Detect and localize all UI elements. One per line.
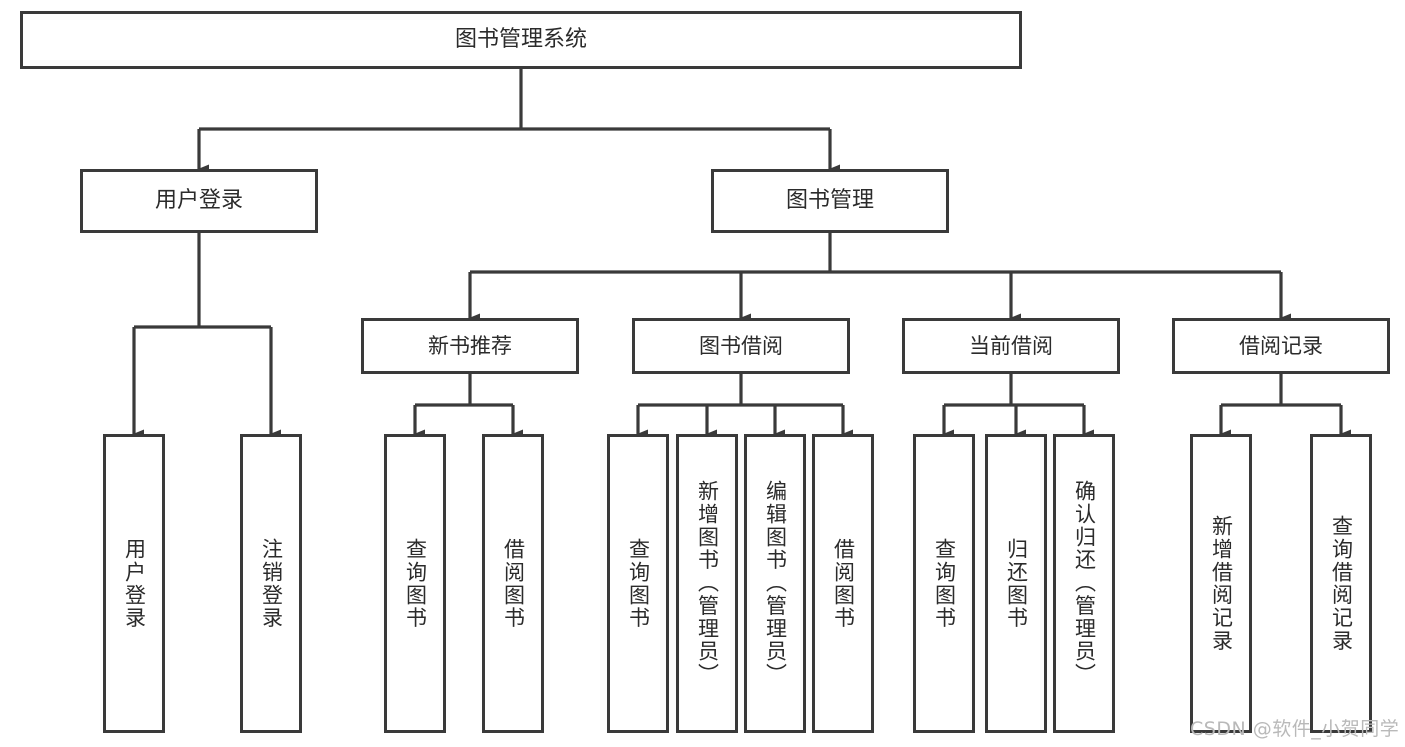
node-leaf-user-login[interactable]: 用户登录: [103, 434, 165, 733]
node-leaf-add-record[interactable]: 新增借阅记录: [1190, 434, 1252, 733]
node-leaf-logout-label: 注销登录: [259, 537, 284, 630]
node-leaf-query-record-label: 查询借阅记录: [1329, 514, 1354, 653]
node-leaf-borrow-book-rec-label: 借阅图书: [501, 537, 526, 630]
node-leaf-add-record-label: 新增借阅记录: [1209, 514, 1234, 653]
node-leaf-query-book-cur[interactable]: 查询图书: [913, 434, 975, 733]
node-leaf-edit-book-label: 编辑图书（管理员）: [763, 480, 788, 687]
node-leaf-borrow-book-brw-label: 借阅图书: [831, 537, 856, 630]
node-root-label: 图书管理系统: [454, 27, 587, 53]
node-leaf-query-book-cur-label: 查询图书: [932, 537, 957, 630]
node-new-book-recommend-label: 新书推荐: [428, 333, 512, 358]
node-book-manage-label: 图书管理: [785, 188, 874, 214]
node-user-login[interactable]: 用户登录: [80, 169, 318, 233]
node-root[interactable]: 图书管理系统: [20, 11, 1022, 69]
node-leaf-add-book[interactable]: 新增图书（管理员）: [676, 434, 738, 733]
node-user-login-label: 用户登录: [154, 188, 243, 214]
node-current-borrow[interactable]: 当前借阅: [902, 318, 1120, 374]
node-leaf-confirm-return[interactable]: 确认归还（管理员）: [1053, 434, 1115, 733]
node-book-borrow[interactable]: 图书借阅: [632, 318, 850, 374]
node-borrow-record-label: 借阅记录: [1239, 333, 1323, 358]
node-leaf-logout[interactable]: 注销登录: [240, 434, 302, 733]
node-leaf-user-login-label: 用户登录: [122, 537, 147, 630]
node-leaf-edit-book[interactable]: 编辑图书（管理员）: [744, 434, 806, 733]
node-leaf-return-book-label: 归还图书: [1004, 537, 1029, 630]
node-leaf-return-book[interactable]: 归还图书: [985, 434, 1047, 733]
node-leaf-borrow-book-brw[interactable]: 借阅图书: [812, 434, 874, 733]
node-book-manage[interactable]: 图书管理: [711, 169, 949, 233]
node-new-book-recommend[interactable]: 新书推荐: [361, 318, 579, 374]
node-leaf-query-book-rec[interactable]: 查询图书: [384, 434, 446, 733]
node-leaf-query-book-brw[interactable]: 查询图书: [607, 434, 669, 733]
node-current-borrow-label: 当前借阅: [969, 333, 1053, 358]
node-leaf-query-record[interactable]: 查询借阅记录: [1310, 434, 1372, 733]
node-leaf-query-book-brw-label: 查询图书: [626, 537, 651, 630]
watermark-credit: CSDN @软件_小贺同学: [1190, 718, 1400, 740]
node-leaf-query-book-rec-label: 查询图书: [403, 537, 428, 630]
node-leaf-borrow-book-rec[interactable]: 借阅图书: [482, 434, 544, 733]
node-book-borrow-label: 图书借阅: [699, 333, 783, 358]
node-borrow-record[interactable]: 借阅记录: [1172, 318, 1390, 374]
node-leaf-add-book-label: 新增图书（管理员）: [695, 480, 720, 687]
node-leaf-confirm-return-label: 确认归还（管理员）: [1072, 480, 1097, 687]
